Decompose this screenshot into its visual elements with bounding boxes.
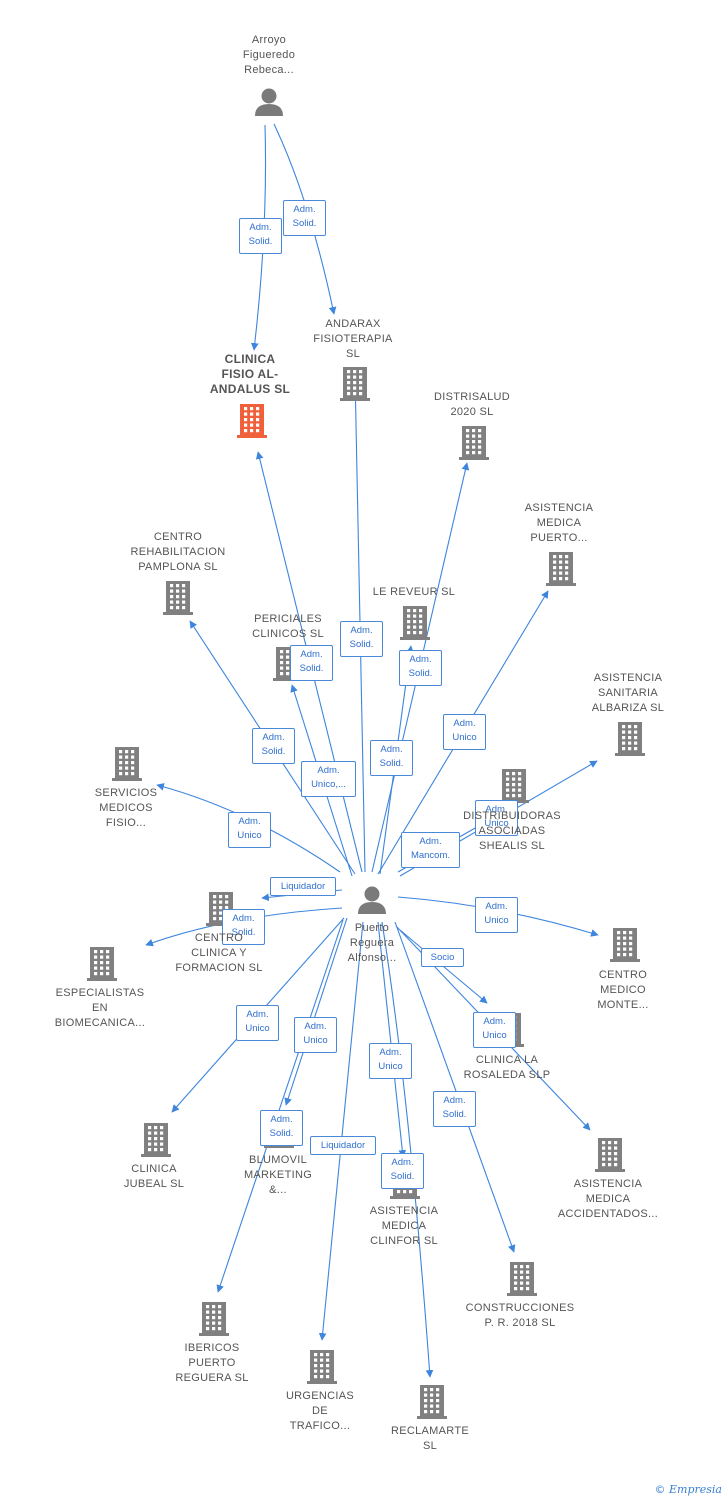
edge-label-rosaleda[interactable]: Socio [421, 948, 464, 967]
main-building-icon[interactable] [237, 404, 267, 438]
building-icon[interactable] [307, 1350, 337, 1384]
building-icon[interactable] [340, 367, 370, 401]
edge-label-monte[interactable]: Adm. Unico [475, 897, 518, 933]
company-label-reclamarte[interactable]: RECLAMARTE SL [391, 1425, 469, 1452]
company-label-centro_rehab[interactable]: CENTRO REHABILITACION PAMPLONA SL [130, 531, 226, 573]
company-label-servicios[interactable]: SERVICIOS MEDICOS FISIO... [94, 787, 158, 829]
company-label-accidentados[interactable]: ASISTENCIA MEDICA ACCIDENTADOS... [557, 1178, 659, 1220]
edge-label-reclamarte[interactable]: Adm. Solid. [381, 1153, 424, 1189]
edge-label-urgencias[interactable]: Liquidador [310, 1136, 376, 1155]
person-label-arroyo[interactable]: Arroyo Figueredo Rebeca... [242, 34, 296, 76]
building-icon[interactable] [499, 769, 529, 803]
edge-label-andarax[interactable]: Adm. Solid. [340, 621, 383, 657]
edge-puerto-urgencias [318, 921, 364, 1341]
building-icon[interactable] [400, 606, 430, 640]
edge-puerto-construcciones [394, 921, 516, 1253]
company-label-shealis[interactable]: DISTRIBUIDORAS ASOCIADAS SHEALIS SL [463, 810, 561, 852]
edge-label-clinica_fisio[interactable]: Adm. Solid. [239, 218, 282, 254]
company-label-albariza[interactable]: ASISTENCIA SANITARIA ALBARIZA SL [591, 672, 665, 714]
company-label-ibericos[interactable]: IBERICOS PUERTO REGUERA SL [175, 1342, 249, 1384]
building-icon[interactable] [507, 1262, 537, 1296]
edge-label-blumovil[interactable]: Adm. Unico [294, 1017, 337, 1053]
company-label-distrisalud[interactable]: DISTRISALUD 2020 SL [433, 391, 511, 418]
edge-label-jubeal[interactable]: Adm. Unico [236, 1005, 279, 1041]
edge-label-clinfor[interactable]: Adm. Unico [369, 1043, 412, 1079]
edge-label-distrisalud[interactable]: Adm. Solid. [370, 740, 413, 776]
edge-label-periciales[interactable]: Adm. Unico,... [301, 761, 356, 797]
company-label-rosaleda[interactable]: CLINICA LA ROSALEDA SLP [463, 1054, 551, 1081]
edge-puerto-reclamarte [381, 921, 434, 1378]
person-icon[interactable] [358, 886, 386, 915]
edge-label-centro_rehab[interactable]: Adm. Solid. [252, 728, 295, 764]
edge-label-andarax[interactable]: Adm. Solid. [283, 200, 326, 236]
edge-label-clinica_fisio[interactable]: Adm. Solid. [290, 645, 333, 681]
building-icon[interactable] [163, 581, 193, 615]
company-label-clinica_fisio[interactable]: CLINICA FISIO AL- ANDALUS SL [209, 352, 291, 396]
edge-label-centro_clinica[interactable]: Liquidador [270, 877, 336, 896]
company-label-especialistas[interactable]: ESPECIALISTAS EN BIOMECANICA... [54, 987, 146, 1029]
edge-label-servicios[interactable]: Adm. Unico [228, 812, 271, 848]
building-icon[interactable] [615, 722, 645, 756]
building-icon[interactable] [112, 747, 142, 781]
edge-label-especialistas[interactable]: Adm. Solid. [222, 909, 265, 945]
edge-label-le_reveur[interactable]: Adm. Solid. [399, 650, 442, 686]
building-icon[interactable] [199, 1302, 229, 1336]
company-label-periciales[interactable]: PERICIALES CLINICOS SL [252, 613, 324, 640]
company-label-clinfor[interactable]: ASISTENCIA MEDICA CLINFOR SL [369, 1205, 439, 1247]
company-label-jubeal[interactable]: CLINICA JUBEAL SL [123, 1163, 185, 1190]
building-icon[interactable] [141, 1123, 171, 1157]
building-icon[interactable] [87, 947, 117, 981]
company-label-asist_puerto[interactable]: ASISTENCIA MEDICA PUERTO... [524, 502, 594, 544]
company-label-monte[interactable]: CENTRO MEDICO MONTE... [597, 969, 649, 1011]
edge-puerto-ibericos [216, 919, 344, 1293]
brand-footer: © Empresia [655, 1483, 723, 1496]
edge-label-albariza[interactable]: Adm. Unico [475, 800, 518, 836]
copyright-icon: © [654, 1483, 666, 1496]
building-icon[interactable] [610, 928, 640, 962]
building-icon[interactable] [459, 426, 489, 460]
company-label-construcciones[interactable]: CONSTRUCCIONES P. R. 2018 SL [465, 1302, 575, 1329]
edge-label-shealis[interactable]: Adm. Mancom. [401, 832, 460, 868]
edge-puerto-blumovil [284, 917, 348, 1106]
edge-label-asist_puerto[interactable]: Adm. Unico [443, 714, 486, 750]
building-icon[interactable] [417, 1385, 447, 1419]
company-label-le_reveur[interactable]: LE REVEUR SL [372, 586, 456, 598]
company-label-urgencias[interactable]: URGENCIAS DE TRAFICO... [285, 1390, 355, 1432]
company-label-blumovil[interactable]: BLUMOVIL MARKETING &... [243, 1154, 313, 1196]
edge-puerto-clinfor [377, 921, 407, 1158]
company-label-andarax[interactable]: ANDARAX FISIOTERAPIA SL [313, 318, 393, 360]
person-label-puerto[interactable]: Puerto Reguera Alfonso... [347, 922, 397, 964]
edge-label-construcciones[interactable]: Adm. Solid. [433, 1091, 476, 1127]
building-icon[interactable] [595, 1138, 625, 1172]
building-icon[interactable] [546, 552, 576, 586]
brand-name[interactable]: Empresia [669, 1483, 722, 1496]
edge-label-accidentados[interactable]: Adm. Unico [473, 1012, 516, 1048]
company-label-centro_clinica[interactable]: CENTRO CLINICA Y FORMACION SL [175, 932, 263, 974]
person-icon[interactable] [255, 88, 283, 117]
edge-label-ibericos[interactable]: Adm. Solid. [260, 1110, 303, 1146]
